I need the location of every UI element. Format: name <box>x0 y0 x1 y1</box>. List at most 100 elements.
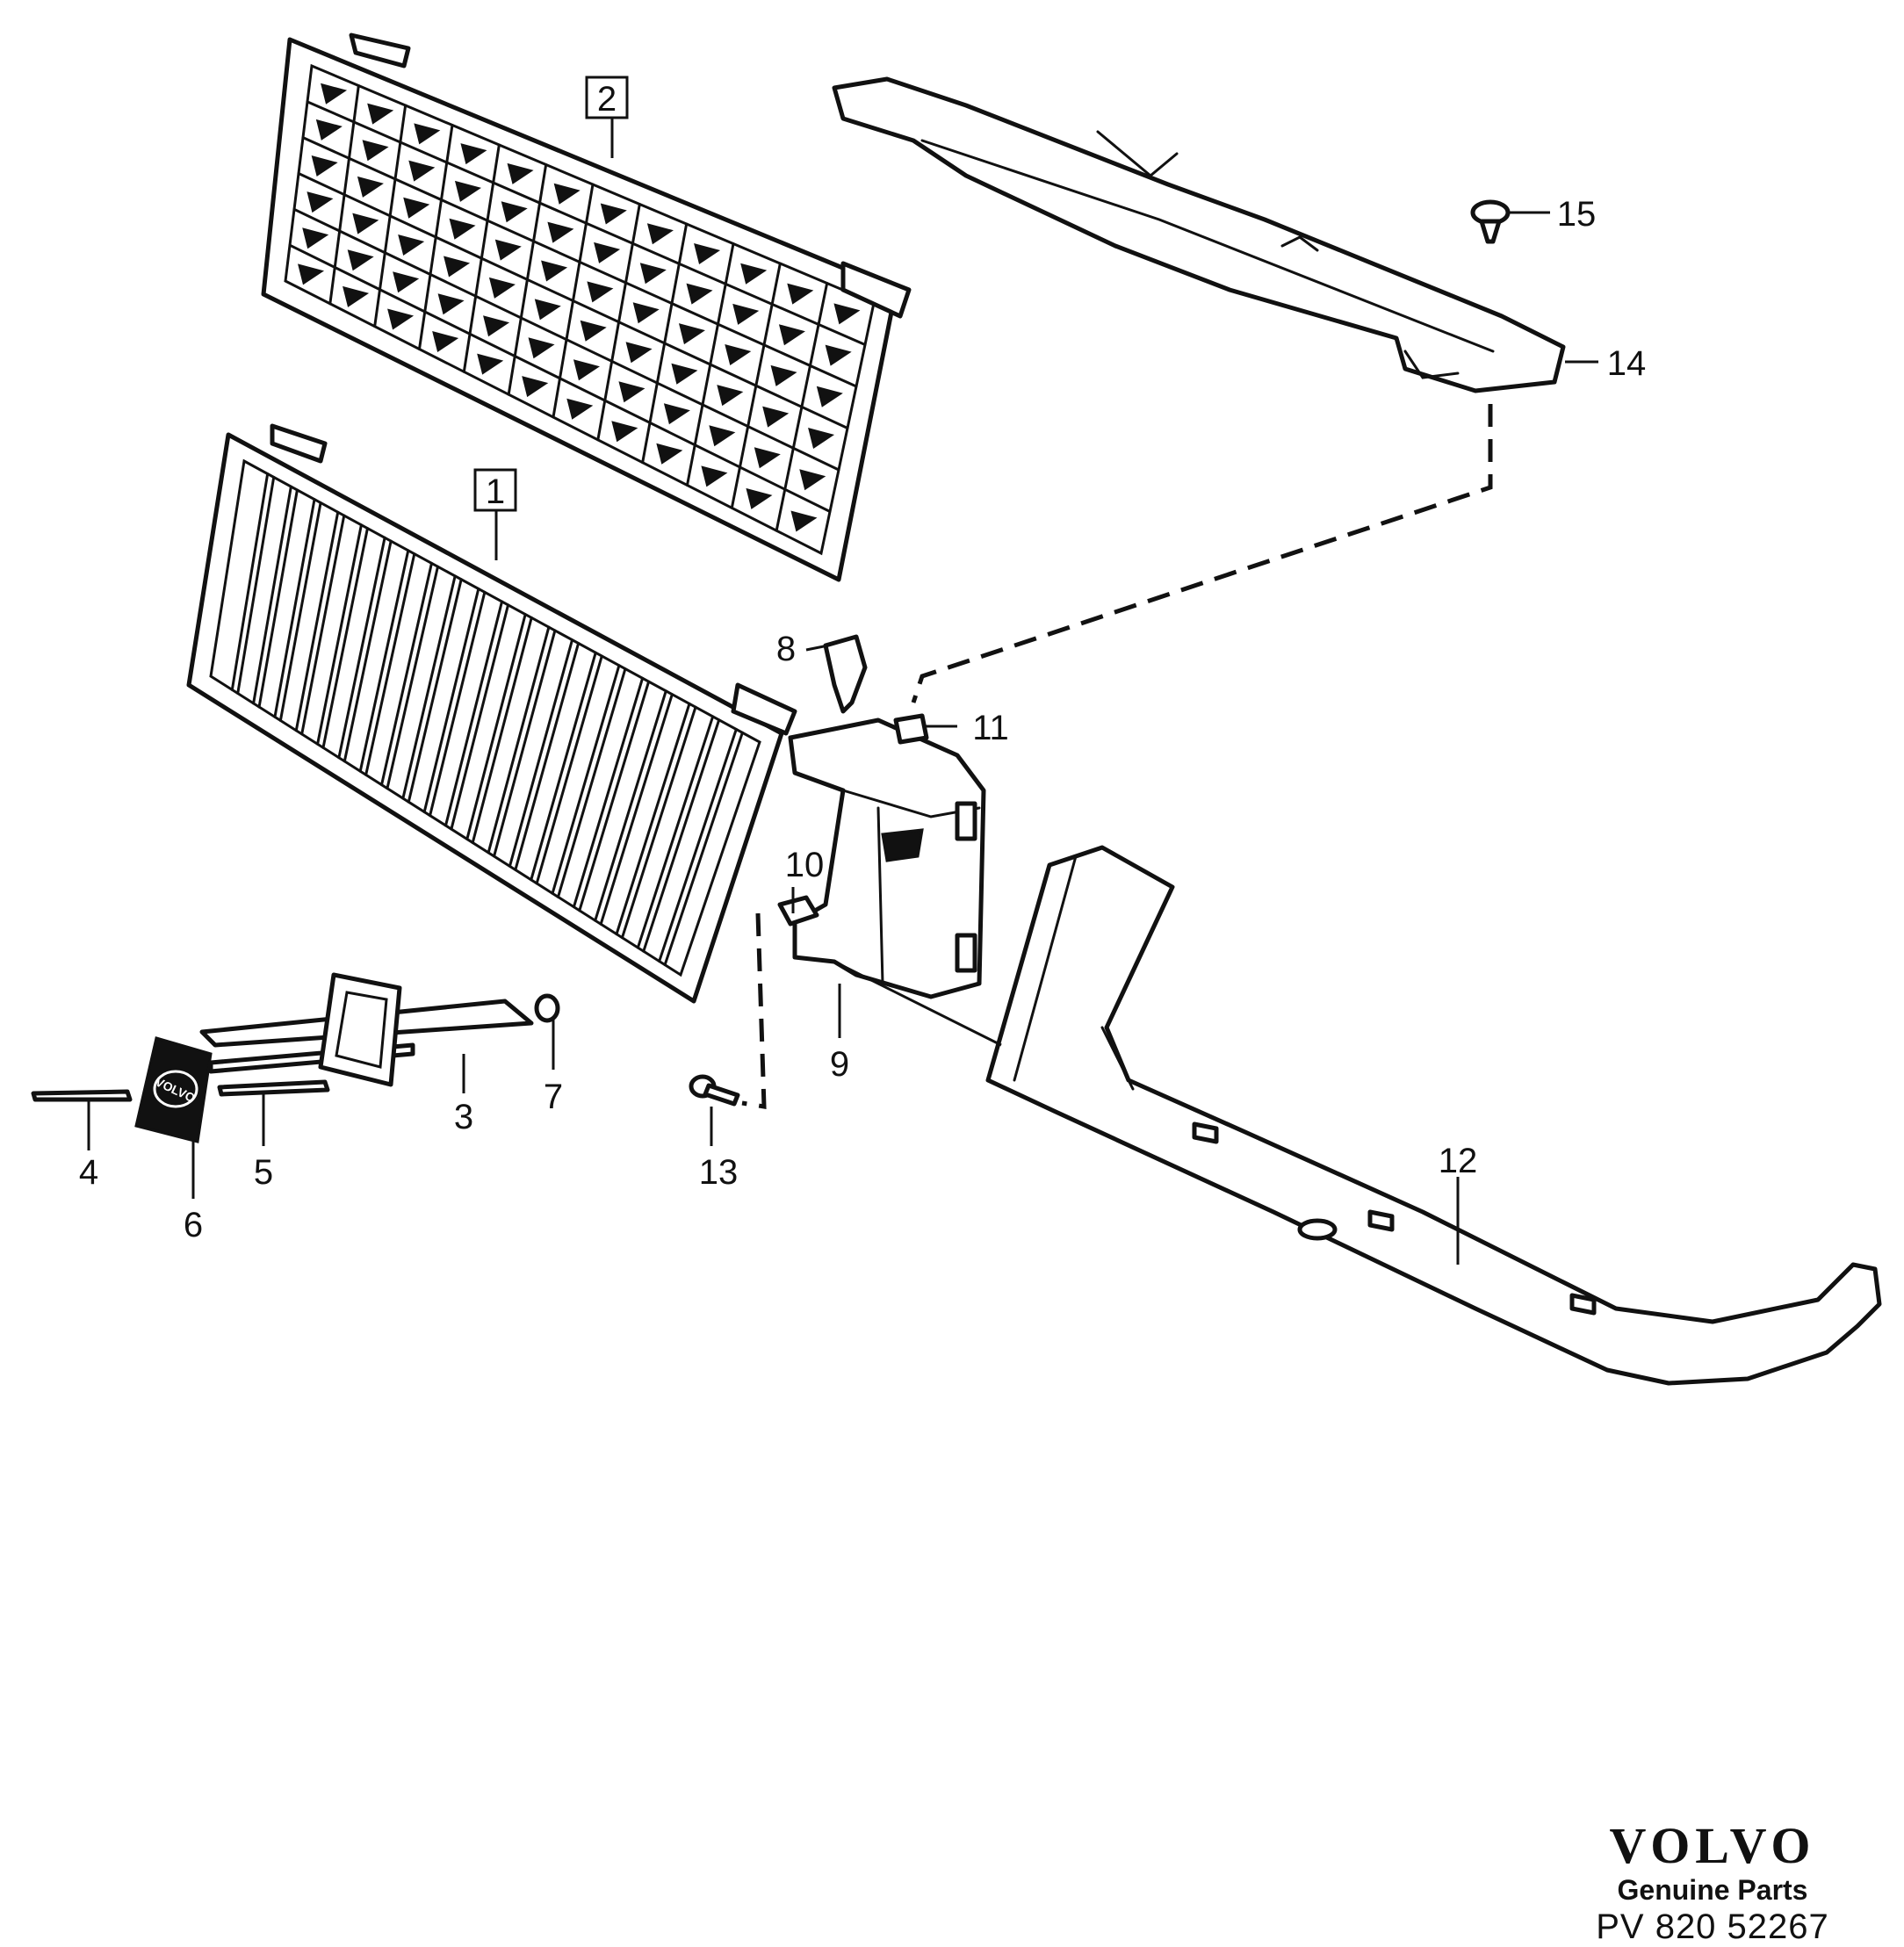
grille-cell-shadow <box>307 191 334 213</box>
grille-cell-shadow <box>488 277 516 299</box>
grille-row-line <box>297 172 849 429</box>
grille-cell-shadow <box>762 406 790 428</box>
grille-cell-shadow <box>347 249 374 271</box>
grille-cell-shadow <box>790 510 818 532</box>
grille-cell-shadow <box>494 239 522 261</box>
grille-slat-edge <box>599 693 674 926</box>
grille-cell-shadow <box>432 331 459 353</box>
grille-cell-shadow <box>594 242 621 263</box>
grille-upper-cells <box>288 83 867 532</box>
grille-slat <box>615 702 691 936</box>
strip-4 <box>31 1089 133 1102</box>
callout-11: 11 <box>972 709 1009 747</box>
grille-cell-shadow <box>547 221 574 243</box>
leader-lines <box>87 119 1598 1265</box>
upper-panel <box>832 76 1566 393</box>
grille-cell-shadow <box>444 256 471 278</box>
grille-cell-shadow <box>321 83 348 105</box>
grille-slat-edge <box>514 641 581 871</box>
grille-slat <box>594 689 667 922</box>
callout-2: 2 <box>597 80 617 119</box>
grille-slat <box>252 485 292 705</box>
grille-slat-edge <box>236 475 276 696</box>
grille-cell-shadow <box>646 223 674 245</box>
grille-cell-shadow <box>483 315 510 337</box>
grille-cell-shadow <box>709 425 736 447</box>
grille-cell-shadow <box>778 324 805 346</box>
grille-slat <box>551 664 621 895</box>
grille-slat-edge <box>364 552 416 776</box>
grille-slat <box>316 523 363 746</box>
nut-7 <box>534 993 560 1023</box>
grille-slat <box>358 549 410 773</box>
grille-cell-shadow <box>352 213 379 234</box>
grille-slat <box>337 536 386 760</box>
grille-upper <box>261 32 912 582</box>
grille-cell-shadow <box>367 103 394 125</box>
grille-cell-shadow <box>398 234 425 256</box>
grille-cell-shadow <box>678 323 705 345</box>
grille-cell-shadow <box>408 160 436 182</box>
grille-cell-shadow <box>298 263 325 285</box>
callout-box-2 <box>585 76 629 119</box>
callout-1: 1 <box>486 472 505 511</box>
callout-14: 14 <box>1607 344 1647 383</box>
callout-box-1 <box>473 468 517 512</box>
grille-slat <box>230 472 270 691</box>
grille-slat-edge <box>343 539 393 763</box>
grille-cell-shadow <box>611 421 638 443</box>
grille-slat-edge <box>493 629 557 858</box>
grille-cell-shadow <box>732 303 760 325</box>
center-bracket <box>788 718 986 999</box>
grille-cell-shadow <box>393 271 420 293</box>
grille-cell-shadow <box>501 201 528 223</box>
grille-slat <box>465 613 527 840</box>
grille-cell-shadow <box>437 293 465 315</box>
grille-cell-shadow <box>701 465 728 487</box>
grille-cell-shadow <box>302 227 329 249</box>
grille-cell-shadow <box>625 342 653 364</box>
grille-cell-shadow <box>528 337 555 359</box>
grille-cell-shadow <box>632 302 660 324</box>
assembly-lines <box>741 404 1493 1109</box>
callout-labels: 2 1 3 4 5 6 7 8 9 10 11 12 13 14 15 <box>79 76 1647 1244</box>
grille-cell-shadow <box>746 487 773 509</box>
grille-cell-shadow <box>343 285 370 307</box>
grille-lower <box>186 423 797 1004</box>
grille-slat-edge <box>642 718 721 953</box>
grille-cell-shadow <box>618 381 645 403</box>
grille-row-line <box>301 136 858 388</box>
clip-8 <box>823 634 868 714</box>
grille-cell-shadow <box>541 260 568 282</box>
grille-cell-shadow <box>387 308 415 330</box>
grille-cell-shadow <box>507 162 534 184</box>
grille-slat-edge <box>578 680 651 912</box>
callout-15: 15 <box>1557 195 1597 234</box>
grille-slat <box>487 625 551 855</box>
grille-slat-edge <box>257 488 299 709</box>
grille-slat <box>273 498 316 718</box>
grille-cell-shadow <box>460 143 487 165</box>
grille-cell-shadow <box>754 447 781 469</box>
grille-cell-shadow <box>787 283 814 305</box>
grille-slat-edge <box>535 654 603 885</box>
grille-slat <box>658 727 738 963</box>
callout-5: 5 <box>254 1153 273 1192</box>
grille-cell-shadow <box>656 443 683 465</box>
grille-slat <box>401 574 457 800</box>
grille-cell-shadow <box>770 364 797 386</box>
callout-3: 3 <box>454 1098 473 1136</box>
callout-7: 7 <box>544 1078 563 1116</box>
grille-cell-shadow <box>663 403 690 425</box>
callout-10: 10 <box>785 846 825 884</box>
grille-cell-shadow <box>311 155 338 177</box>
grille-slat-edge <box>663 731 744 967</box>
grille-cell-shadow <box>808 428 835 450</box>
grille-cell-shadow <box>580 320 607 342</box>
grille-cell-shadow <box>362 140 389 162</box>
grille-cell-shadow <box>740 263 768 285</box>
grommet-10 <box>777 895 819 927</box>
grille-cell-shadow <box>833 303 861 325</box>
grille-cell-shadow <box>639 263 667 285</box>
